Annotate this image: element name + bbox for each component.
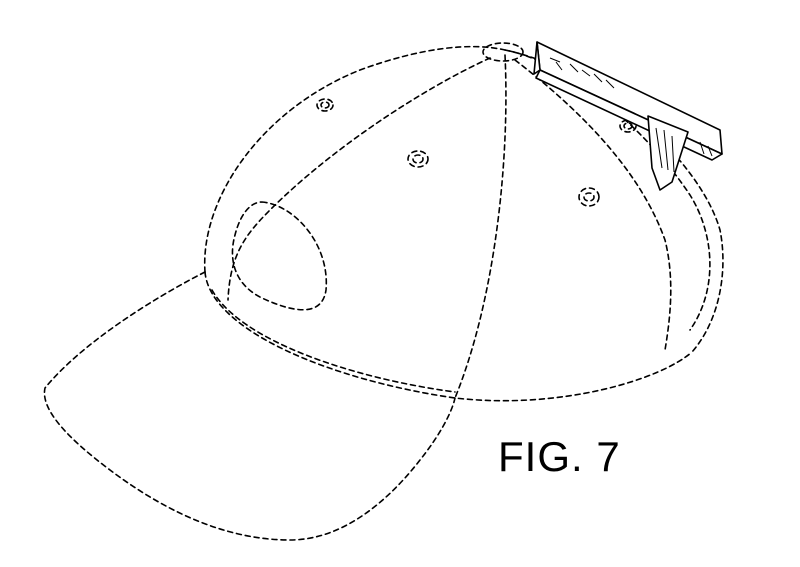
clip-accessory [533,41,723,191]
cap-visor-outline [43,271,456,541]
cap-crown-back-edge [504,49,724,353]
cap-band-inner-edge [211,289,456,393]
cap-eyelet [578,187,600,207]
cap-eyelet [316,98,334,112]
cap-side-opening [231,201,328,311]
cap-left-seam [227,57,491,301]
cap-top-button [482,42,524,62]
cap-band-edge [204,271,693,402]
figure-label: FIG. 7 [498,433,621,480]
cap-right-seam [514,59,672,351]
cap-center-seam [454,54,507,399]
cap-eyelet [407,150,429,168]
